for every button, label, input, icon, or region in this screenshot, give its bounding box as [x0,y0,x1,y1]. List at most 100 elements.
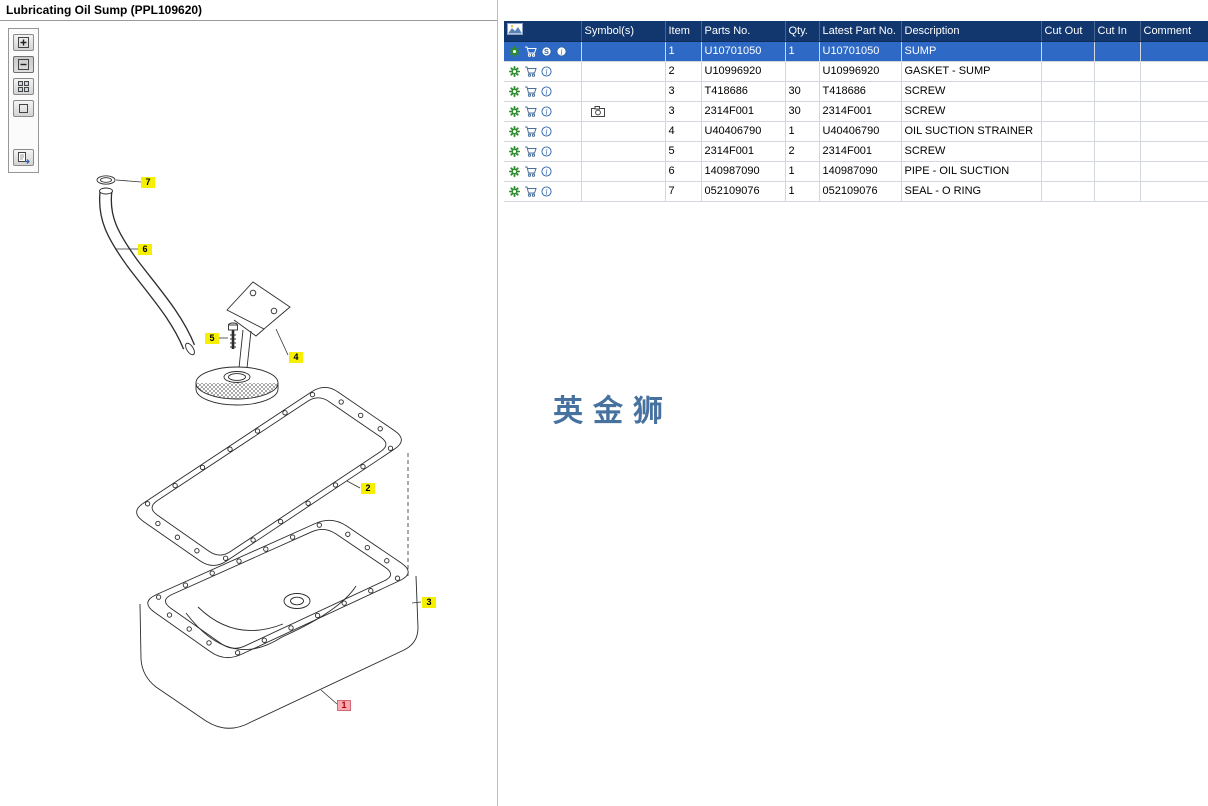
table-row[interactable]: i 6 140987090 1 140987090 PIPE - OIL SUC… [504,161,1208,182]
print-button[interactable] [13,149,34,166]
cell-cut-in [1094,81,1141,102]
svg-text:i: i [545,167,547,176]
zoom-window-button[interactable] [13,100,34,117]
cell-row-actions: i [504,81,582,102]
cell-item: 5 [665,141,702,162]
info-icon[interactable]: i [541,125,552,137]
cell-parts-no: T418686 [701,81,786,102]
header-comment[interactable]: Comment [1140,21,1208,42]
cell-item: 3 [665,81,702,102]
add-part-gear-icon[interactable] [509,145,520,157]
parts-table: Symbol(s) Item Parts No. Qty. Latest Par… [504,21,1208,202]
add-part-gear-icon[interactable] [509,105,520,117]
svg-text:i: i [560,47,562,56]
cart-icon[interactable] [524,66,537,77]
info-icon[interactable]: i [541,105,552,117]
cell-description: OIL SUCTION STRAINER [901,121,1042,142]
table-row[interactable]: i 2 U10996920 U10996920 GASKET - SUMP [504,61,1208,82]
info-icon[interactable]: i [541,165,552,177]
cart-icon[interactable] [524,46,537,57]
table-row[interactable]: i 4 U40406790 1 U40406790 OIL SUCTION ST… [504,121,1208,142]
callout-badge-1[interactable]: 1 [337,700,351,711]
zoom-overview-button[interactable] [13,78,34,95]
table-row[interactable]: S i 1 U10701050 1 U10701050 SUMP [504,41,1208,62]
cell-latest-part-no: 140987090 [819,161,902,182]
info-icon[interactable]: i [541,65,552,77]
parts-diagram [96,175,422,729]
cell-comment [1140,121,1208,142]
header-item[interactable]: Item [665,21,702,42]
add-part-gear-icon[interactable] [509,125,520,137]
parts-table-panel: Symbol(s) Item Parts No. Qty. Latest Par… [504,21,1208,806]
header-description[interactable]: Description [901,21,1042,42]
watermark: 英金狮 [553,395,673,428]
add-part-gear-icon[interactable] [509,45,520,57]
add-part-gear-icon[interactable] [509,185,520,197]
cell-latest-part-no: 2314F001 [819,101,902,122]
cell-cut-out [1041,141,1095,162]
add-part-gear-icon[interactable] [509,165,520,177]
cell-cut-out [1041,41,1095,62]
info-icon[interactable]: i [541,185,552,197]
cell-row-actions: i [504,121,582,142]
cell-item: 6 [665,161,702,182]
header-parts-no[interactable]: Parts No. [701,21,786,42]
callout-badge-7[interactable]: 7 [141,177,155,188]
cell-latest-part-no: U10701050 [819,41,902,62]
header-cut-in[interactable]: Cut In [1094,21,1141,42]
zoom-out-button[interactable] [13,56,34,73]
zoom-in-icon [18,37,29,48]
header-symbols[interactable]: Symbol(s) [581,21,666,42]
svg-text:i: i [545,187,547,196]
cell-row-actions: i [504,161,582,182]
cell-comment [1140,161,1208,182]
cart-icon[interactable] [524,166,537,177]
s-badge-icon[interactable]: S [541,45,552,57]
cell-cut-in [1094,61,1141,82]
title-divider [0,20,497,21]
callout-badge-3[interactable]: 3 [422,597,436,608]
header-qty[interactable]: Qty. [785,21,820,42]
header-latest-part-no[interactable]: Latest Part No. [819,21,902,42]
cart-icon[interactable] [524,186,537,197]
cart-icon[interactable] [524,86,537,97]
cell-cut-out [1041,101,1095,122]
table-row[interactable]: i 3 T418686 30 T418686 SCREW [504,81,1208,102]
diagram-toolbar [8,28,39,173]
cell-symbols [581,141,666,162]
header-image-column[interactable] [504,21,582,42]
cell-parts-no: 2314F001 [701,141,786,162]
svg-text:i: i [545,127,547,136]
zoom-in-button[interactable] [13,34,34,51]
cart-icon[interactable] [524,146,537,157]
cell-symbols [581,101,666,122]
callout-badge-6[interactable]: 6 [138,244,152,255]
table-row[interactable]: i 3 2314F001 30 2314F001 SCREW [504,101,1208,122]
cell-comment [1140,181,1208,202]
cell-comment [1140,41,1208,62]
callout-badge-5[interactable]: 5 [205,333,219,344]
table-row[interactable]: i 5 2314F001 2 2314F001 SCREW [504,141,1208,162]
header-cut-out[interactable]: Cut Out [1041,21,1095,42]
cell-comment [1140,141,1208,162]
cell-cut-out [1041,61,1095,82]
cart-icon[interactable] [524,126,537,137]
camera-symbol-icon[interactable] [590,105,605,117]
cart-icon[interactable] [524,106,537,117]
info-icon[interactable]: i [556,45,567,57]
table-row[interactable]: i 7 052109076 1 052109076 SEAL - O RING [504,181,1208,202]
cell-qty: 30 [785,101,820,122]
add-part-gear-icon[interactable] [509,65,520,77]
info-icon[interactable]: i [541,145,552,157]
cell-row-actions: S i [504,41,582,62]
add-part-gear-icon[interactable] [509,85,520,97]
info-icon[interactable]: i [541,85,552,97]
callout-badge-4[interactable]: 4 [289,352,303,363]
cell-symbols [581,161,666,182]
cell-cut-in [1094,181,1141,202]
cell-symbols [581,121,666,142]
page-title: Lubricating Oil Sump (PPL109620) [6,3,203,17]
diagram-panel: 7 6 5 4 2 3 1 [0,21,497,806]
callout-badge-2[interactable]: 2 [361,483,375,494]
cell-cut-in [1094,141,1141,162]
